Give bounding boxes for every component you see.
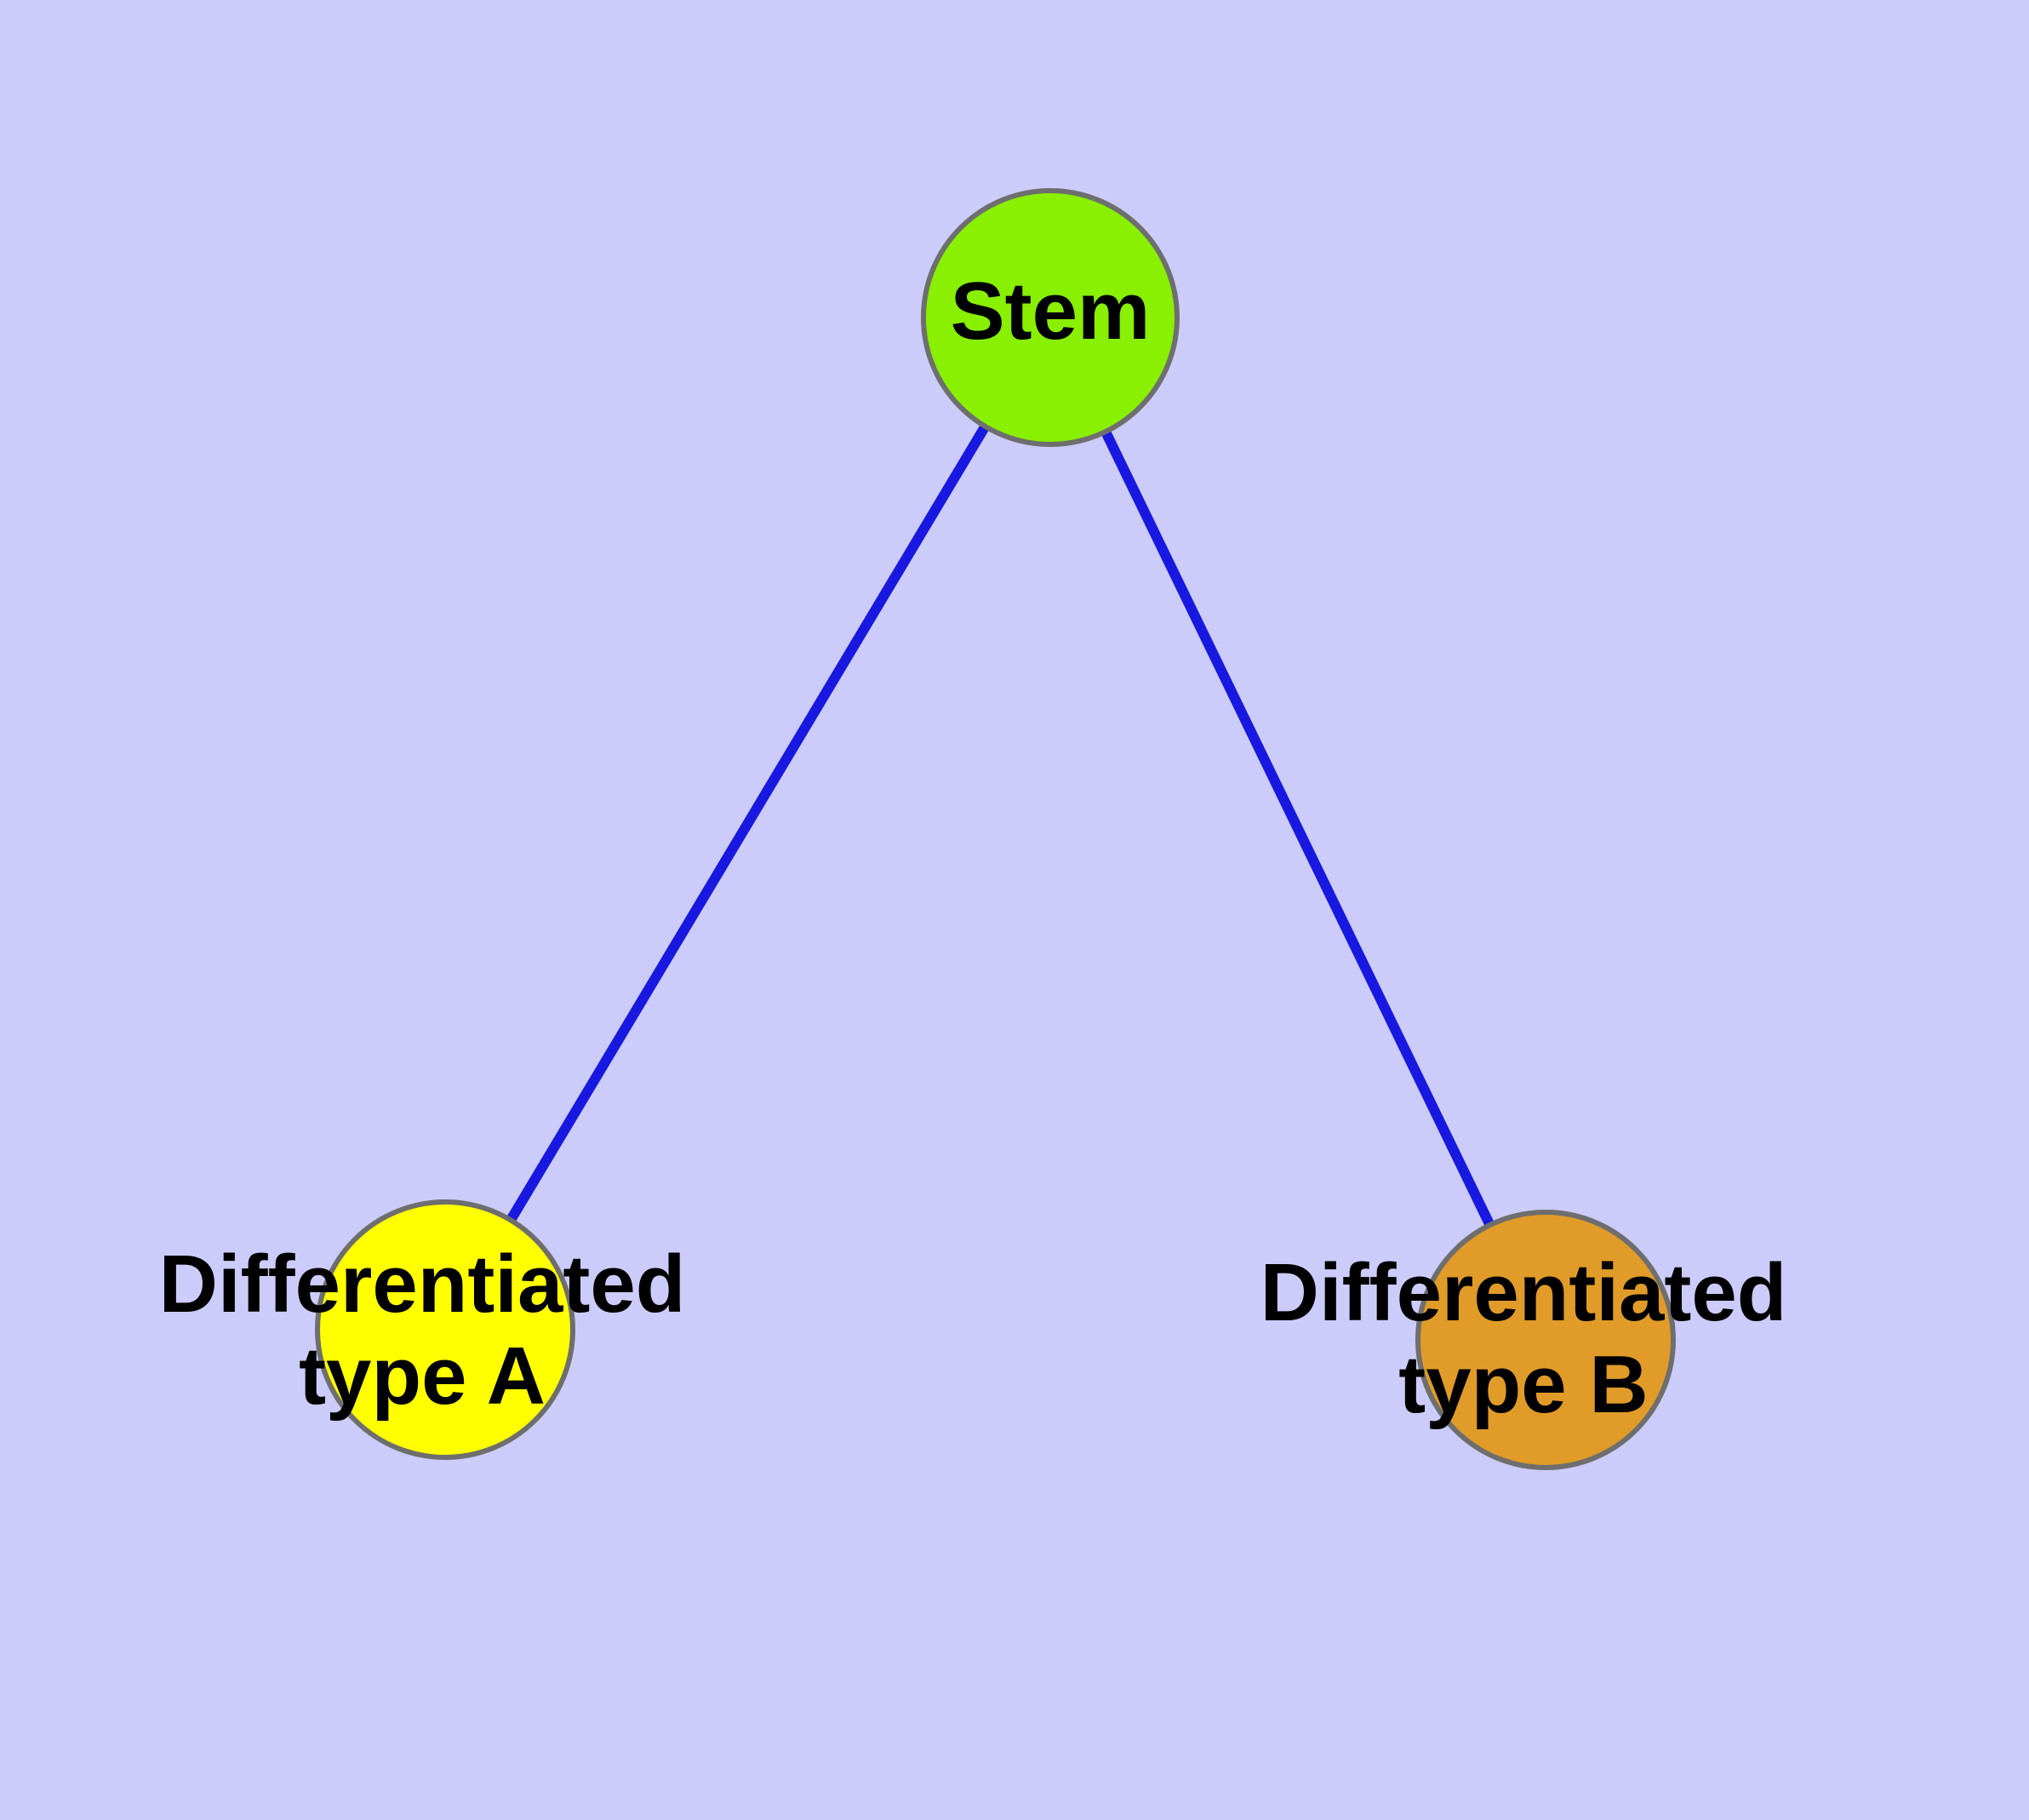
edge-stem-to-differentiated-type-b[interactable]	[1045, 315, 1551, 1342]
node-differentiated-type-b[interactable]	[1415, 1210, 1676, 1470]
node-label-stem: Stem	[951, 266, 1151, 357]
edge-stem-to-differentiated-type-a[interactable]	[440, 314, 1055, 1333]
node-stem[interactable]	[921, 188, 1180, 447]
node-differentiated-type-a[interactable]	[315, 1199, 575, 1460]
edge-layer	[440, 314, 1551, 1342]
node-layer	[315, 188, 1676, 1470]
